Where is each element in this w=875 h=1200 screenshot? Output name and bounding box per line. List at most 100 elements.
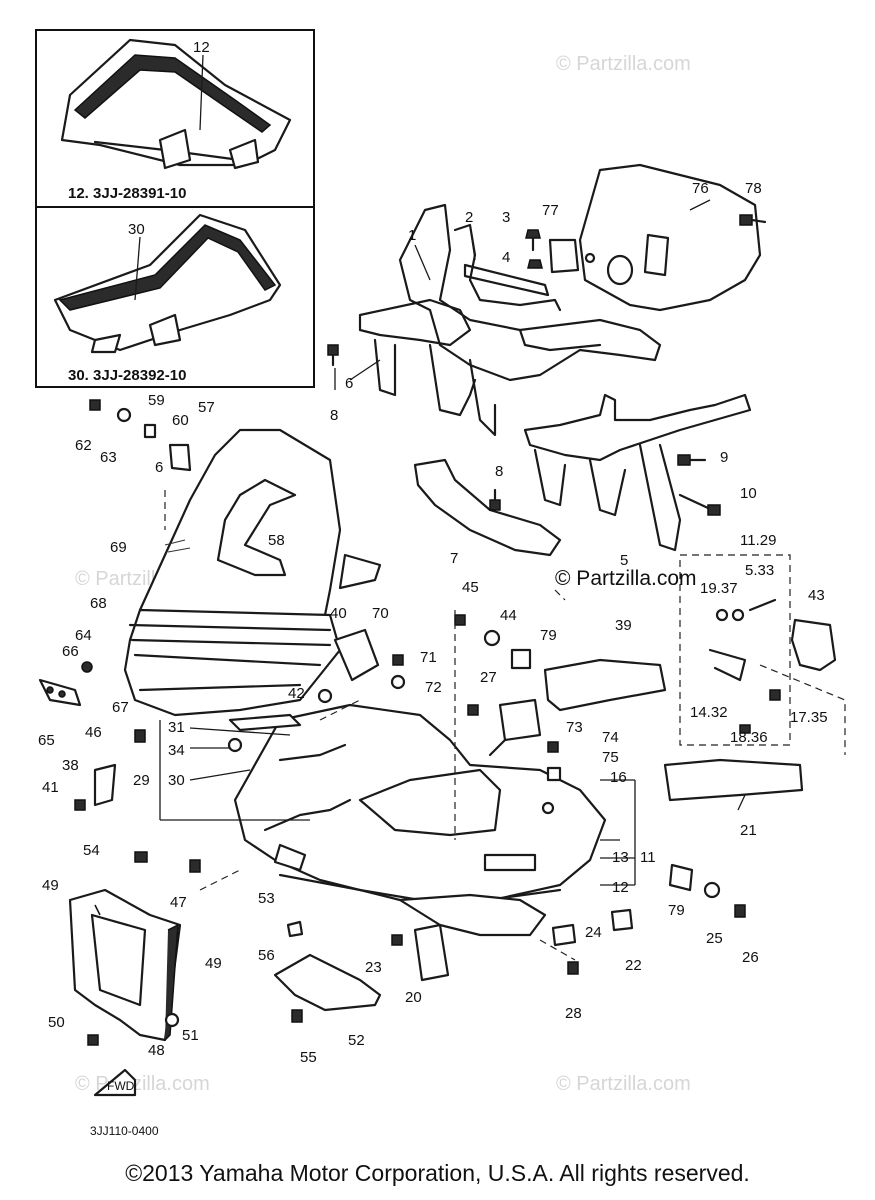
watermark: © Partzilla.com	[556, 53, 691, 75]
main-cowl	[228, 703, 607, 907]
callout: 19.37	[700, 580, 738, 597]
callout: 56	[258, 947, 275, 964]
callout: 50	[48, 1014, 65, 1031]
callout: 54	[83, 842, 100, 859]
callout: 26	[742, 949, 759, 966]
callout: 69	[110, 539, 127, 556]
callout: 42	[288, 685, 305, 702]
callout: 44	[500, 607, 517, 624]
watermark: © Partzilla.com	[75, 1073, 210, 1095]
callout: 70	[372, 605, 389, 622]
inset-caption: 12. 3JJ-28391-10	[68, 185, 186, 202]
callout: 64	[75, 627, 92, 644]
callout: 67	[112, 699, 129, 716]
callout: 9	[720, 449, 728, 466]
inset-box-30: 30 30. 3JJ-28392-10	[35, 206, 315, 388]
callout: 72	[425, 679, 442, 696]
callout: 74	[602, 729, 619, 746]
callout: 11	[640, 849, 656, 866]
fastener	[74, 399, 746, 1046]
callout: 39	[615, 617, 632, 634]
callout: 78	[745, 180, 762, 197]
callout: 57	[198, 399, 215, 416]
callout: 77	[542, 202, 559, 219]
diagram-code: 3JJ110-0400	[90, 1124, 159, 1138]
fairing-panel	[123, 608, 342, 717]
callout-labels: 1 2 3 4 77 76 78 6 8 7 8 9 10 5 11.29 5.…	[38, 180, 828, 1066]
callout: 6	[345, 375, 353, 392]
callout: 47	[170, 894, 187, 911]
panel-48	[68, 888, 182, 1042]
callout: 38	[62, 757, 79, 774]
duct	[543, 658, 667, 712]
callout: 45	[462, 579, 479, 596]
callout: 34	[168, 742, 185, 759]
mirror	[333, 628, 542, 757]
callout: 12	[612, 879, 629, 896]
callout: 52	[348, 1032, 365, 1049]
callout: 3	[502, 209, 510, 226]
callout: 27	[480, 669, 497, 686]
callout: 6	[155, 459, 163, 476]
callout: 18.36	[730, 729, 768, 746]
callout: 75	[602, 749, 619, 766]
callout: 59	[148, 392, 165, 409]
callout: 66	[62, 643, 79, 660]
callout: 16	[610, 769, 627, 786]
callout: 25	[706, 930, 723, 947]
callout: 79	[668, 902, 685, 919]
callout: 4	[502, 249, 510, 266]
callout: 22	[625, 957, 642, 974]
callout: 43	[808, 587, 825, 604]
callout: 2	[465, 209, 473, 226]
callout: 41	[42, 779, 59, 796]
sub-assembly-box	[679, 554, 846, 755]
callout: 10	[740, 485, 757, 502]
callout: 73	[566, 719, 583, 736]
callout: 24	[585, 924, 602, 941]
callout: 71	[420, 649, 437, 666]
callout: 5.33	[745, 562, 774, 579]
callout: 68	[90, 595, 107, 612]
callout: 76	[692, 180, 709, 197]
svg-text:FWD: FWD	[107, 1079, 135, 1093]
callout: 17.35	[790, 709, 828, 726]
windshield	[138, 428, 382, 617]
callout: 31	[168, 719, 185, 736]
watermark: © Partzilla.com	[556, 1073, 691, 1095]
fwd-tag: FWD	[93, 1068, 137, 1097]
callout: 8	[495, 463, 503, 480]
callout: 40	[330, 605, 347, 622]
callout: 12	[193, 39, 210, 56]
callout: 8	[330, 407, 338, 424]
callout: 49	[205, 955, 222, 972]
callout: 28	[565, 1005, 582, 1022]
callout: 53	[258, 890, 275, 907]
lower-cowl	[398, 893, 634, 982]
callout: 21	[740, 822, 757, 839]
inset-caption: 30. 3JJ-28392-10	[68, 367, 186, 384]
callout: 48	[148, 1042, 165, 1059]
copyright-notice: ©2013 Yamaha Motor Corporation, U.S.A. A…	[125, 1160, 750, 1186]
callout: 29	[133, 772, 150, 789]
bolt-icon	[327, 214, 767, 516]
callout: 65	[38, 732, 55, 749]
callout: 49	[42, 877, 59, 894]
callout: 5	[620, 552, 628, 569]
strip-part	[38, 678, 82, 707]
callout: 62	[75, 437, 92, 454]
callout: 14.32	[690, 704, 728, 721]
upper-frame	[358, 163, 762, 557]
callout: 51	[182, 1027, 199, 1044]
callout: 23	[365, 959, 382, 976]
callout: 79	[540, 627, 557, 644]
callout: 1	[408, 227, 416, 244]
callout: 60	[172, 412, 189, 429]
callout: 11.29	[740, 532, 776, 549]
inset-box-12: 12 12. 3JJ-28391-10	[35, 29, 315, 208]
callout: 46	[85, 724, 102, 741]
callout: 7	[450, 550, 458, 567]
bracket-52	[273, 953, 382, 1012]
leader-lines	[159, 199, 746, 961]
